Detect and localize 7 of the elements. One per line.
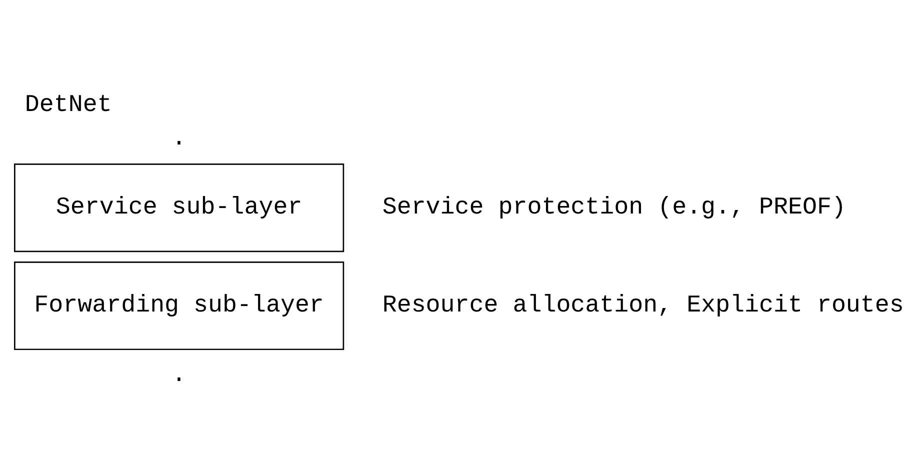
node-box: Service sub-layer [14,164,344,252]
node-label: Service protection (e.g., PREOF) [382,194,846,222]
diagram-title: DetNet [24,92,112,120]
node-box: Forwarding sub-layer [14,261,344,350]
node-label: Resource allocation, Explicit routes [382,292,904,320]
label: . [172,362,186,389]
label: . [172,126,186,153]
